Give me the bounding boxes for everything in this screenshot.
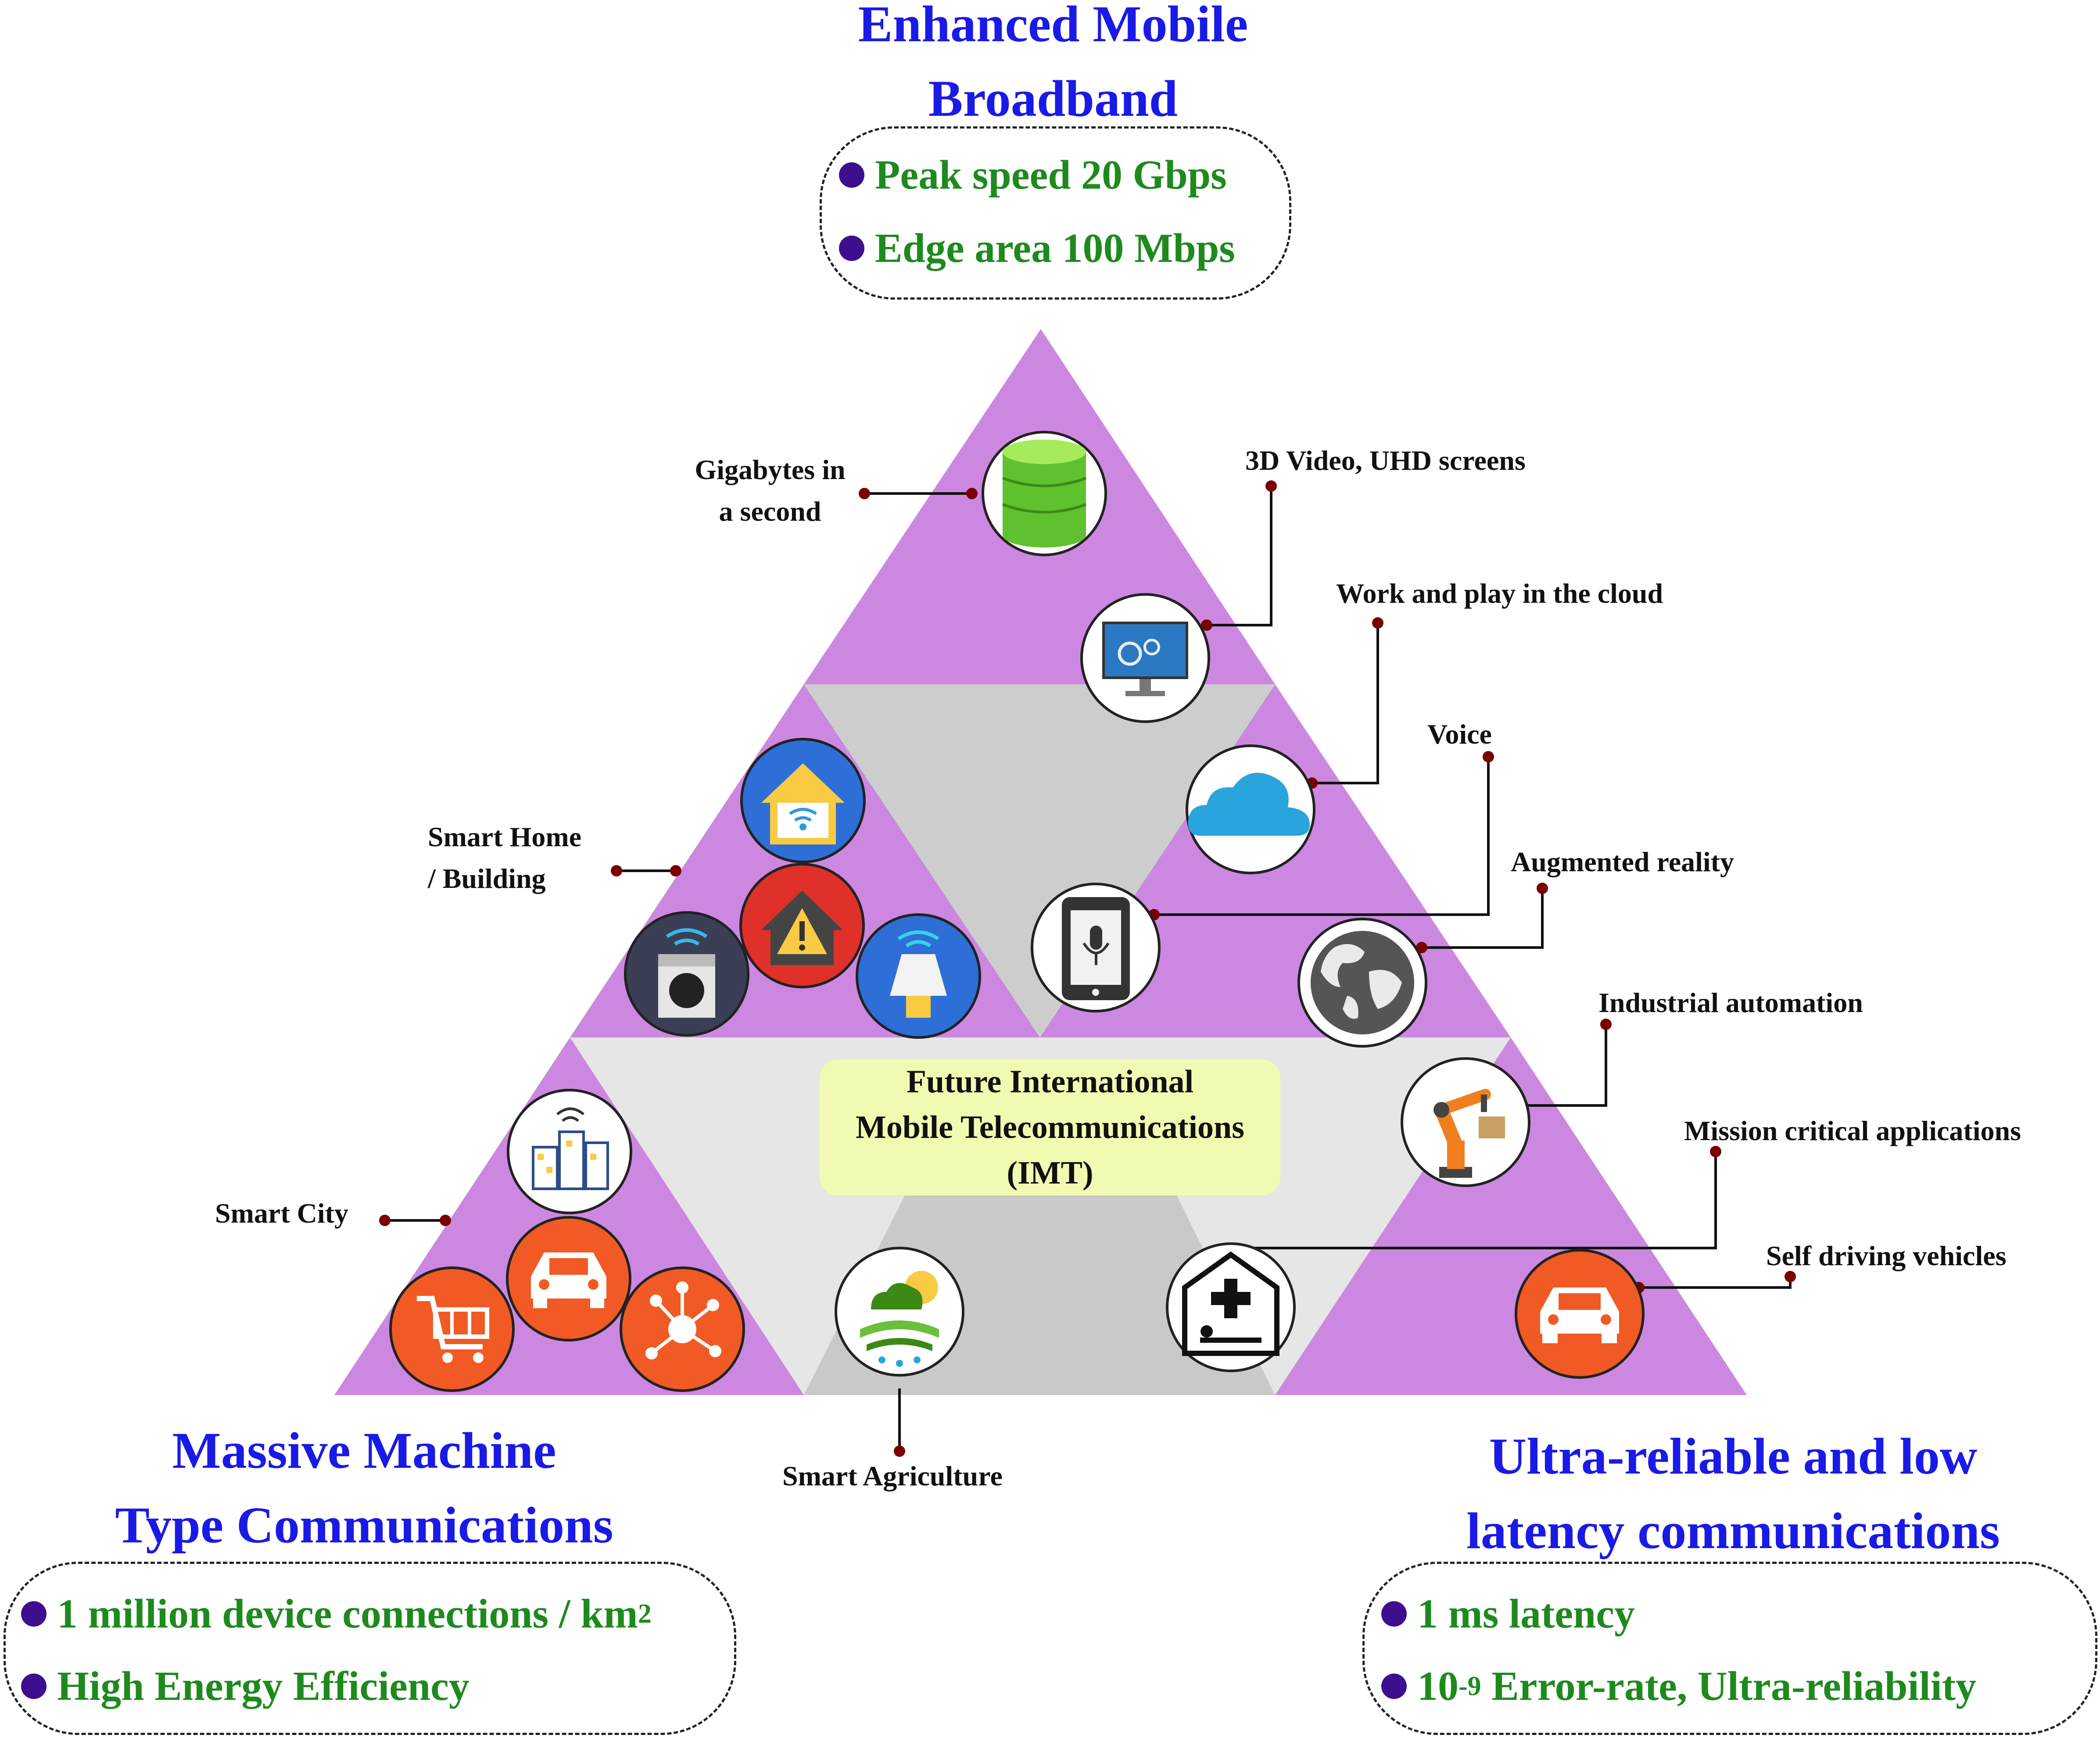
embb-title: Enhanced Mobile Broadband	[746, 0, 1360, 136]
label-smart-home-line1: Smart Home	[428, 821, 582, 852]
label-industrial-automation: Industrial automation	[1598, 987, 1863, 1018]
imt-line3: (IMT)	[1007, 1155, 1093, 1191]
robot-arm-icon	[1401, 1057, 1530, 1187]
label-3d-video: 3D Video, UHD screens	[1245, 445, 1526, 476]
imt-center-box: Future International Mobile Telecommunic…	[820, 1059, 1280, 1195]
mmtc-title-line2: Type Communications	[115, 1496, 613, 1554]
mmtc-title: Massive Machine Type Communications	[79, 1413, 649, 1563]
mmtc-bullet-1-text: 1 million device connections / km	[57, 1591, 638, 1637]
tablet-microphone-icon	[1031, 883, 1161, 1012]
mmtc-bullet-2-text: High Energy Efficiency	[57, 1663, 469, 1709]
bullet-dot	[1381, 1601, 1407, 1627]
bullet-dot	[21, 1601, 47, 1627]
label-smart-agriculture: Smart Agriculture	[782, 1460, 1003, 1492]
label-smart-home: Smart Home / Building	[428, 816, 581, 899]
imt-line1: Future International	[906, 1064, 1194, 1100]
smart-city-icon	[507, 1089, 632, 1214]
agriculture-icon	[835, 1247, 964, 1377]
label-voice: Voice	[1427, 719, 1492, 750]
shopping-cart-icon	[389, 1266, 515, 1392]
cloud-icon	[1186, 744, 1315, 874]
embb-kpi-box	[820, 126, 1291, 300]
embb-bullet-2: Edge area 100 Mbps	[839, 225, 1235, 272]
car-icon	[506, 1216, 631, 1341]
label-gigabytes: Gigabytes in a second	[682, 449, 858, 532]
urllc-title-line2: latency communications	[1466, 1502, 2000, 1560]
urllc-bullet-1-text: 1 ms latency	[1417, 1591, 1635, 1637]
urllc-title: Ultra-reliable and low latency communica…	[1404, 1419, 2062, 1568]
label-gigabytes-line1: Gigabytes in	[695, 454, 846, 485]
bullet-dot	[839, 162, 864, 188]
label-cloud: Work and play in the cloud	[1336, 578, 1663, 609]
mmtc-kpi-box	[4, 1562, 736, 1735]
label-smart-home-line2: / Building	[428, 863, 546, 894]
urllc-kpi-box	[1362, 1562, 2097, 1735]
urllc-bullet-2-post: Error-rate, Ultra-reliability	[1481, 1663, 1977, 1709]
urllc-title-line1: Ultra-reliable and low	[1489, 1427, 1978, 1485]
embb-bullet-1: Peak speed 20 Gbps	[839, 151, 1227, 199]
globe-icon	[1297, 918, 1427, 1048]
smart-lamp-icon	[856, 913, 981, 1039]
bullet-dot	[1381, 1674, 1407, 1699]
home-alert-icon	[739, 863, 865, 988]
network-hub-icon	[620, 1266, 745, 1392]
embb-title-line2: Broadband	[928, 70, 1178, 127]
database-icon	[982, 431, 1107, 556]
urllc-bullet-1: 1 ms latency	[1381, 1590, 1635, 1638]
bullet-dot	[839, 236, 864, 261]
hospital-bed-icon	[1166, 1242, 1296, 1372]
mmtc-title-line1: Massive Machine	[172, 1422, 556, 1479]
monitor-gears-icon	[1080, 593, 1210, 723]
embb-title-line1: Enhanced Mobile	[858, 0, 1248, 53]
car-icon	[1515, 1249, 1645, 1379]
bullet-dot	[21, 1674, 47, 1699]
embb-bullet-1-text: Peak speed 20 Gbps	[875, 152, 1227, 198]
imt-line2: Mobile Telecommunications	[856, 1109, 1244, 1145]
washing-machine-icon	[624, 911, 749, 1037]
urllc-bullet-2: 10-9 Error-rate, Ultra-reliability	[1381, 1663, 1976, 1710]
mmtc-bullet-2: High Energy Efficiency	[21, 1663, 469, 1710]
urllc-bullet-2-pre: 10	[1417, 1663, 1459, 1709]
label-self-driving: Self driving vehicles	[1766, 1240, 2007, 1271]
embb-bullet-2-text: Edge area 100 Mbps	[875, 225, 1235, 271]
label-mission-critical: Mission critical applications	[1684, 1115, 2021, 1146]
smart-home-wifi-icon	[740, 738, 866, 863]
label-smart-city: Smart City	[215, 1198, 348, 1229]
connector-lines	[385, 486, 1792, 1451]
label-augmented-reality: Augmented reality	[1511, 846, 1734, 877]
label-gigabytes-line2: a second	[719, 496, 821, 527]
